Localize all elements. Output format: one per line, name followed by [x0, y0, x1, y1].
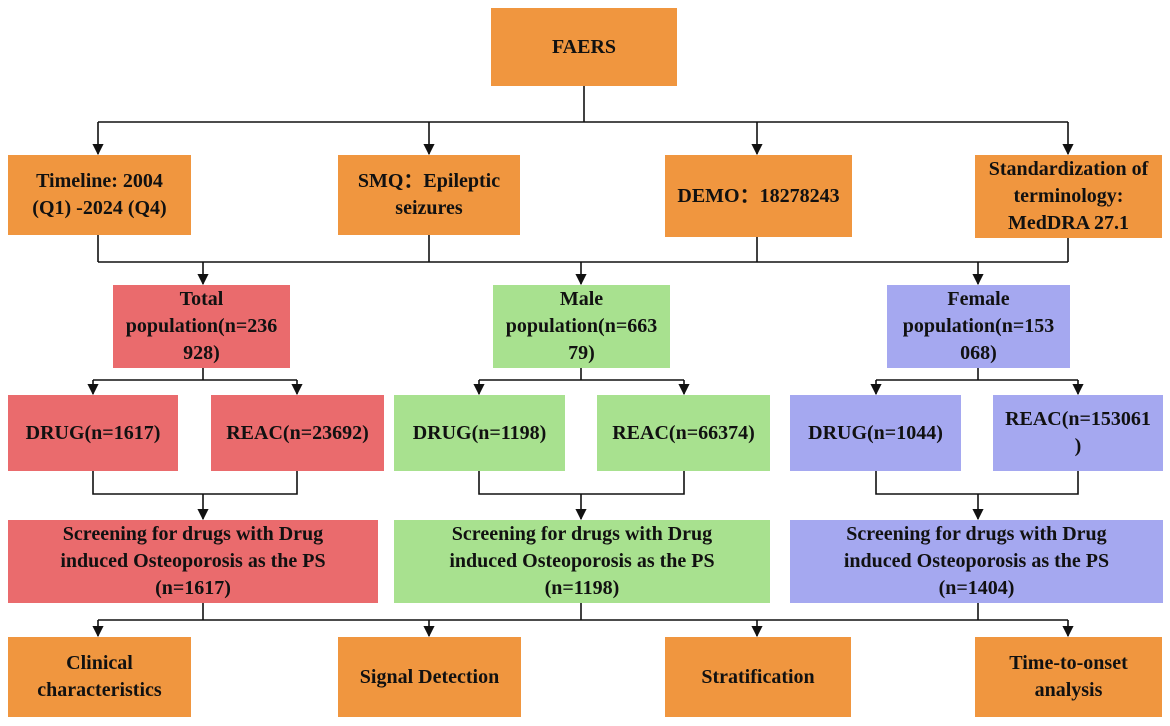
female-merge [875, 471, 1079, 495]
timeline-box: Timeline: 2004 (Q1) -2024 (Q4) [8, 155, 191, 235]
signal-detection-box: Signal Detection [338, 637, 521, 717]
total-reac-box: REAC(n=23692) [211, 395, 384, 471]
male-screening-box: Screening for drugs with Drug induced Os… [394, 520, 770, 603]
total-screening-box: Screening for drugs with Drug induced Os… [8, 520, 378, 603]
stratification-box: Stratification [665, 637, 851, 717]
total-drug-box: DRUG(n=1617) [8, 395, 178, 471]
male-reac-box: REAC(n=66374) [597, 395, 770, 471]
female-screening-box: Screening for drugs with Drug induced Os… [790, 520, 1163, 603]
female-population-box: Female population(n=153 068) [887, 285, 1070, 368]
female-reac-box: REAC(n=153061 ) [993, 395, 1163, 471]
smq-box: SMQ：Epileptic seizures [338, 155, 520, 235]
total-population-box: Total population(n=236 928) [113, 285, 290, 368]
male-merge [478, 471, 685, 495]
male-population-box: Male population(n=663 79) [493, 285, 670, 368]
female-drug-box: DRUG(n=1044) [790, 395, 961, 471]
terminology-box: Standardization of terminology: MedDRA 2… [975, 155, 1162, 238]
time-to-onset-box: Time-to-onset analysis [975, 637, 1162, 717]
total-merge [92, 471, 298, 495]
demo-box: DEMO：18278243 [665, 155, 852, 237]
male-drug-box: DRUG(n=1198) [394, 395, 565, 471]
faers-box: FAERS [491, 8, 677, 86]
clinical-characteristics-box: Clinical characteristics [8, 637, 191, 717]
